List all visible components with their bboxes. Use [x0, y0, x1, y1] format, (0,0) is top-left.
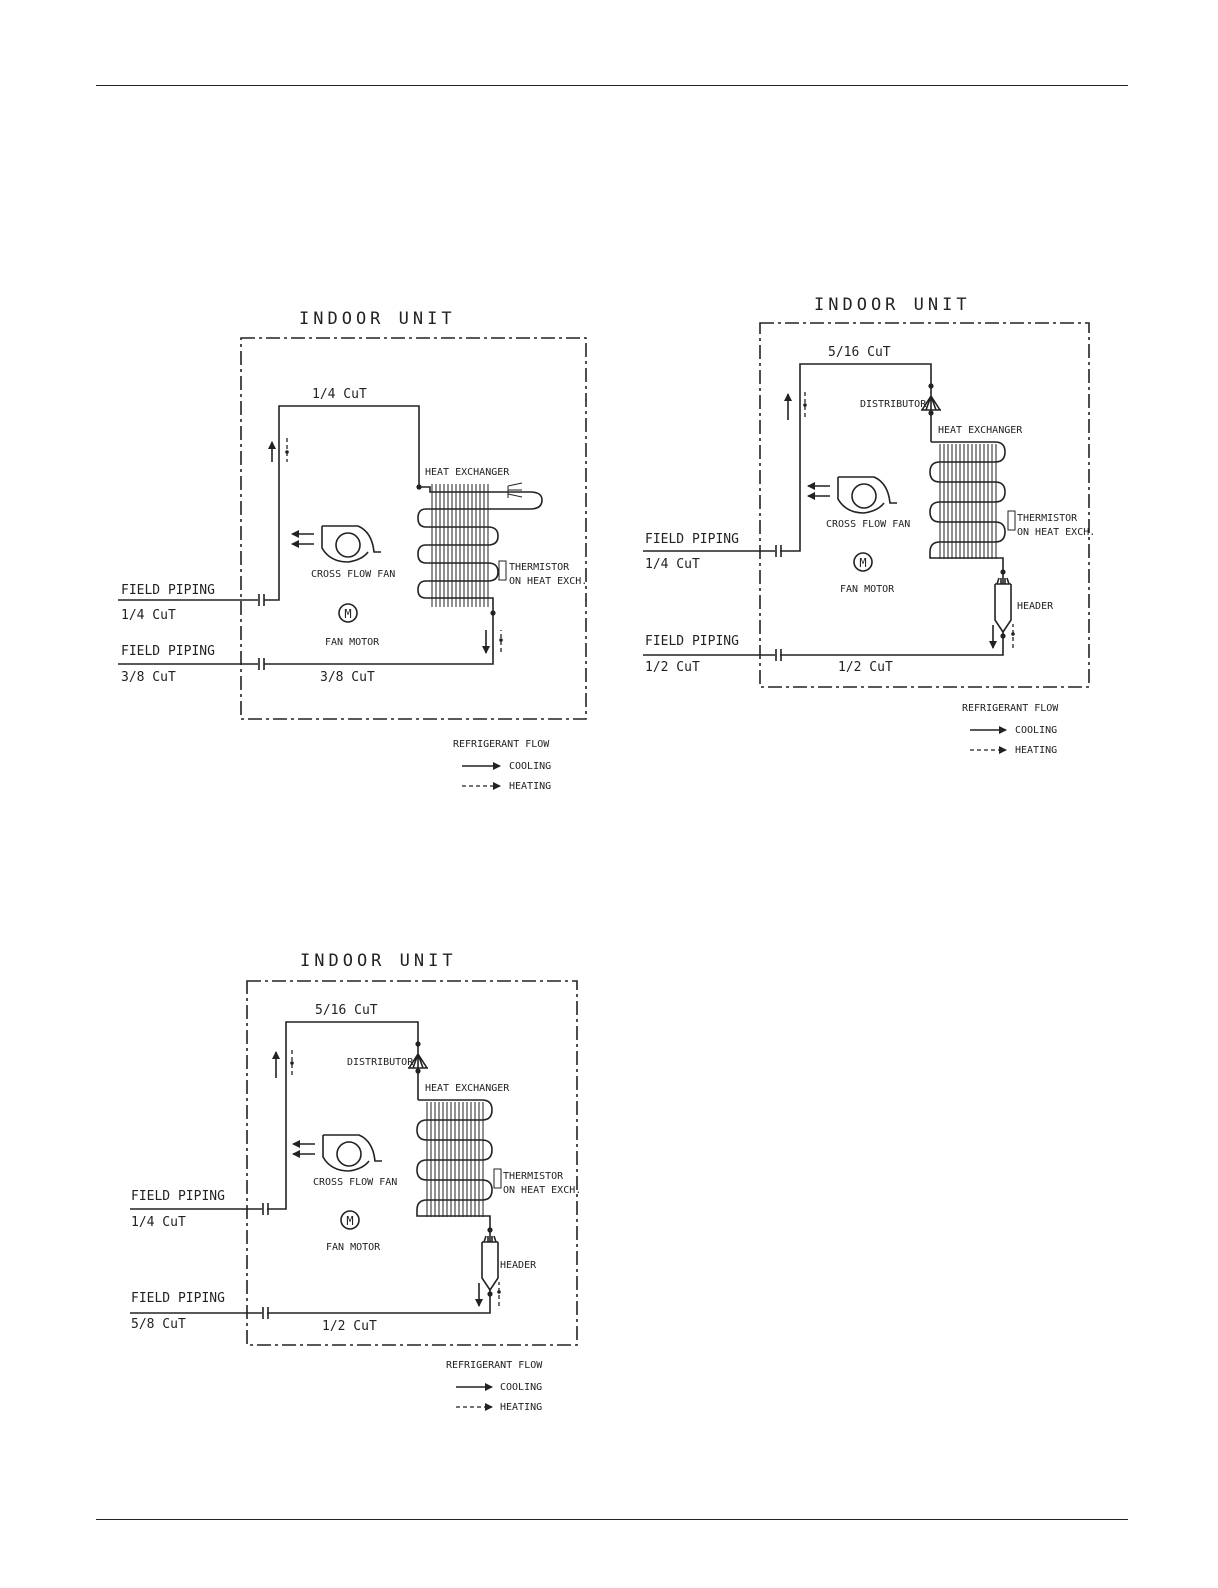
- diagram-c-field1-size: 1/4 CuT: [131, 1215, 186, 1230]
- diagram-b-thermistor-line2: ON HEAT EXCH.: [1017, 527, 1095, 538]
- diagram-c-bottom-pipe: 1/2 CuT: [322, 1319, 377, 1334]
- diagram-c-header-label: HEADER: [500, 1260, 537, 1271]
- diagram-b-legend-cooling: COOLING: [1015, 725, 1057, 736]
- diagram-b-fan-label: CROSS FLOW FAN: [826, 519, 910, 530]
- diagram-b-title: INDOOR UNIT: [814, 295, 971, 315]
- diagram-a-bottom-pipe: 3/8 CuT: [320, 670, 375, 685]
- diagram-a-motor-symbol: M: [344, 607, 351, 621]
- diagram-a-fan-label: CROSS FLOW FAN: [311, 569, 395, 580]
- diagram-b-thermistor-line1: THERMISTOR: [1017, 513, 1078, 524]
- diagram-b-field2-size: 1/2 CuT: [645, 660, 700, 675]
- diagram-c-thermistor-line1: THERMISTOR: [503, 1171, 564, 1182]
- diagram-a-field1-label: FIELD PIPING: [121, 583, 215, 598]
- diagram-c-motor-symbol: M: [346, 1214, 353, 1228]
- diagram-c-heating-dot-right: [497, 1290, 501, 1294]
- diagram-b-thermistor-symbol: [1007, 510, 1016, 531]
- diagram-a-field2-label: FIELD PIPING: [121, 644, 215, 659]
- diagram-c-legend-heating: HEATING: [500, 1402, 542, 1413]
- diagram-c-header-icon: [481, 1230, 499, 1292]
- diagram-a-motor-label: FAN MOTOR: [325, 637, 380, 648]
- diagram-a-legend-cooling: COOLING: [509, 761, 551, 772]
- diagram-a-gas-line: [264, 613, 494, 665]
- diagram-c-liquid-line: [267, 1021, 419, 1210]
- diagram-a-fan-motor-icon: [338, 603, 358, 623]
- diagram-c-field1-label: FIELD PIPING: [131, 1189, 225, 1204]
- diagram-a-unit-boundary: [240, 337, 587, 720]
- diagram-c-legend-title: REFRIGERANT FLOW: [446, 1360, 543, 1371]
- diagram-c-heating-dot-left: [290, 1061, 294, 1065]
- diagram-c-distributor-label: DISTRIBUTOR: [347, 1057, 414, 1068]
- diagram-b-legend-title: REFRIGERANT FLOW: [962, 703, 1059, 714]
- diagram-b-liquid-line: [780, 363, 932, 552]
- diagram-a-field1-size: 1/4 CuT: [121, 608, 176, 623]
- diagram-b: INDOOR UNIT 5/16 CuT DISTRIBUTOR HEAT EX…: [643, 295, 1095, 756]
- diagram-c: INDOOR UNIT 5/16 CuT DISTRIBUTOR HEAT EX…: [130, 951, 581, 1413]
- diagram-b-motor-label: FAN MOTOR: [840, 584, 895, 595]
- diagram-c-field2-size: 5/8 CuT: [131, 1317, 186, 1332]
- diagram-b-unit-boundary: [759, 322, 1090, 688]
- diagram-b-header-icon: [994, 572, 1012, 634]
- diagram-c-motor-label: FAN MOTOR: [326, 1242, 381, 1253]
- diagram-a-hx-inlet: [419, 486, 520, 493]
- diagram-c-heat-exchanger-label: HEAT EXCHANGER: [425, 1083, 510, 1094]
- diagram-a-legend-heating: HEATING: [509, 781, 551, 792]
- diagram-c-title: INDOOR UNIT: [300, 951, 457, 971]
- diagram-b-motor-symbol: M: [859, 556, 866, 570]
- diagram-a-thermistor-line1: THERMISTOR: [509, 562, 570, 573]
- diagram-a-top-pipe: 1/4 CuT: [312, 387, 367, 402]
- diagram-c-top-pipe: 5/16 CuT: [315, 1003, 378, 1018]
- diagram-b-field1-label: FIELD PIPING: [645, 532, 739, 547]
- diagram-c-field2-label: FIELD PIPING: [131, 1291, 225, 1306]
- diagram-c-distributor-icon: [408, 1044, 428, 1069]
- diagram-b-heating-dot-left: [803, 403, 807, 407]
- diagram-b-heat-exchanger-label: HEAT EXCHANGER: [938, 425, 1023, 436]
- diagram-b-distributor-label: DISTRIBUTOR: [860, 399, 927, 410]
- diagram-b-heating-dot-right: [1011, 632, 1015, 636]
- diagram-a-coil: [417, 491, 543, 613]
- diagram-a-heating-dot-right: [499, 638, 503, 642]
- diagram-a-legend-title: REFRIGERANT FLOW: [453, 739, 550, 750]
- diagram-a: INDOOR UNIT 1/4 CuT: [118, 309, 587, 792]
- diagram-c-gas-line: [267, 1290, 491, 1314]
- diagram-b-field1-size: 1/4 CuT: [645, 557, 700, 572]
- diagram-a-cross-flow-fan-icon: [291, 525, 381, 563]
- diagram-a-heat-exchanger-label: HEAT EXCHANGER: [425, 467, 510, 478]
- diagram-c-unit-boundary: [246, 980, 578, 1346]
- diagram-b-top-pipe: 5/16 CuT: [828, 345, 891, 360]
- diagram-a-liquid-line: [264, 405, 420, 601]
- diagram-a-inlet-tubes: [507, 482, 523, 498]
- diagram-b-distributor-icon: [921, 386, 941, 411]
- diagram-c-cross-flow-fan-icon: [292, 1134, 382, 1172]
- diagram-b-header-label: HEADER: [1017, 601, 1054, 612]
- diagram-c-thermistor-line2: ON HEAT EXCH.: [503, 1185, 581, 1196]
- diagram-b-legend-heating: HEATING: [1015, 745, 1057, 756]
- diagram-c-coil: [416, 1099, 493, 1230]
- diagram-a-thermistor-line2: ON HEAT EXCH.: [509, 576, 587, 587]
- top-rule: [96, 85, 1128, 86]
- diagram-b-field2-label: FIELD PIPING: [645, 634, 739, 649]
- diagram-b-bottom-pipe: 1/2 CuT: [838, 660, 893, 675]
- diagram-c-thermistor-symbol: [493, 1168, 502, 1189]
- diagram-c-legend-cooling: COOLING: [500, 1382, 542, 1393]
- diagram-b-cross-flow-fan-icon: [807, 476, 897, 514]
- diagram-b-gas-line: [780, 632, 1004, 656]
- diagram-c-fan-motor-icon: [340, 1210, 360, 1230]
- diagram-b-fan-motor-icon: [853, 552, 873, 572]
- diagram-a-field2-size: 3/8 CuT: [121, 670, 176, 685]
- diagram-b-coil: [929, 441, 1006, 572]
- bottom-rule: [96, 1519, 1128, 1520]
- diagram-a-thermistor-symbol: [498, 560, 507, 581]
- diagram-a-heating-dot-left: [285, 450, 289, 454]
- diagram-c-fan-label: CROSS FLOW FAN: [313, 1177, 397, 1188]
- diagram-a-title: INDOOR UNIT: [299, 309, 456, 329]
